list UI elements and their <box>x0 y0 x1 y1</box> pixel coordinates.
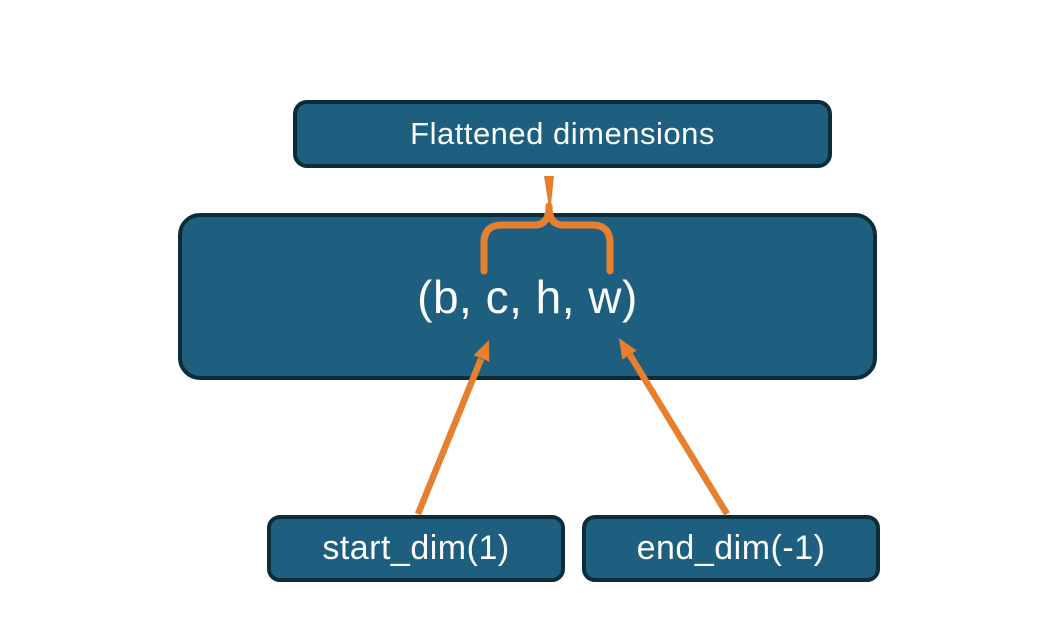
brace-stem <box>544 176 554 214</box>
flattened-dimensions-node: Flattened dimensions <box>293 100 832 168</box>
start-dim-node: start_dim(1) <box>267 515 565 582</box>
flattened-dimensions-label: Flattened dimensions <box>410 116 715 151</box>
start-dim-arrow <box>414 357 485 516</box>
start-dim-label: start_dim(1) <box>322 529 510 567</box>
end-dim-node: end_dim(-1) <box>582 515 880 582</box>
end-dim-label: end_dim(-1) <box>636 529 826 567</box>
tensor-shape-label: (b, c, h, w) <box>417 270 638 323</box>
tensor-shape-node: (b, c, h, w) <box>178 213 877 380</box>
